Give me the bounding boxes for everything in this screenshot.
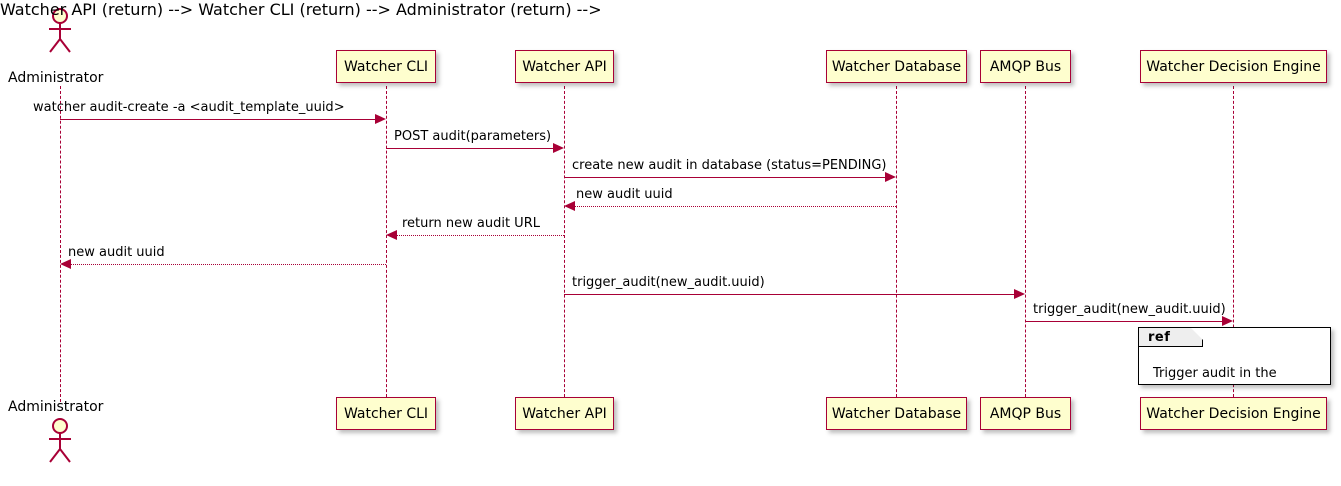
participant-watcher-decision-engine-top[interactable]: Watcher Decision Engine (1140, 50, 1327, 83)
participant-watcher-database-bottom[interactable]: Watcher Database (826, 397, 967, 430)
ref-fragment[interactable]: ref Trigger audit in the Watcher Decisio… (1138, 327, 1331, 413)
participant-watcher-api-top[interactable]: Watcher API (515, 50, 614, 83)
message-line-1 (60, 119, 375, 120)
message-label-1: watcher audit-create -a <audit_template_… (33, 100, 345, 115)
lifeline-watcher-api (564, 86, 565, 402)
message-label-6: new audit uuid (68, 245, 165, 260)
message-arrowhead-1 (375, 114, 386, 124)
lifeline-watcher-database (896, 86, 897, 402)
message-line-7 (564, 294, 1014, 295)
participant-amqp-bus-bottom[interactable]: AMQP Bus (980, 397, 1071, 430)
participant-watcher-decision-engine-bottom[interactable]: Watcher Decision Engine (1140, 397, 1327, 430)
participant-watcher-api-bottom[interactable]: Watcher API (515, 397, 614, 430)
message-line-8 (1025, 321, 1222, 322)
actor-label-administrator-bottom: Administrator (8, 399, 104, 415)
participant-amqp-bus-top[interactable]: AMQP Bus (980, 50, 1071, 83)
actor-administrator-bottom (43, 418, 77, 464)
message-label-3: create new audit in database (status=PEN… (572, 158, 887, 173)
message-arrowhead-3 (885, 172, 896, 182)
message-arrowhead-4 (564, 201, 575, 211)
message-arrowhead-8 (1222, 316, 1233, 326)
message-label-7: trigger_audit(new_audit.uuid) (572, 275, 765, 290)
actor-label-administrator-top: Administrator (8, 70, 104, 86)
message-line-6 (71, 264, 386, 265)
participant-watcher-database-top[interactable]: Watcher Database (826, 50, 967, 83)
ref-fragment-body-line-1: Trigger audit in the (1153, 366, 1277, 381)
message-arrowhead-2 (553, 143, 564, 153)
lifeline-watcher-decision-engine (1233, 86, 1234, 402)
message-line-4 (575, 206, 896, 207)
message-label-2: POST audit(parameters) (394, 129, 552, 144)
ref-fragment-tab-label: ref (1139, 328, 1203, 347)
lifeline-watcher-cli (386, 86, 387, 402)
participant-watcher-cli-bottom[interactable]: Watcher CLI (336, 397, 436, 430)
message-label-8: trigger_audit(new_audit.uuid) (1033, 302, 1226, 317)
message-arrowhead-7 (1014, 289, 1025, 299)
message-label-4: new audit uuid (576, 187, 673, 202)
message-line-3 (564, 177, 885, 178)
message-line-2 (386, 148, 553, 149)
message-arrowhead-6 (60, 259, 71, 269)
lifeline-amqp-bus (1025, 86, 1026, 402)
participant-watcher-cli-top[interactable]: Watcher CLI (336, 50, 436, 83)
message-label-5: return new audit URL (402, 216, 540, 231)
message-line-5 (397, 235, 564, 236)
actor-administrator-top (43, 8, 77, 54)
message-arrowhead-5 (386, 230, 397, 240)
lifeline-administrator (60, 86, 61, 402)
